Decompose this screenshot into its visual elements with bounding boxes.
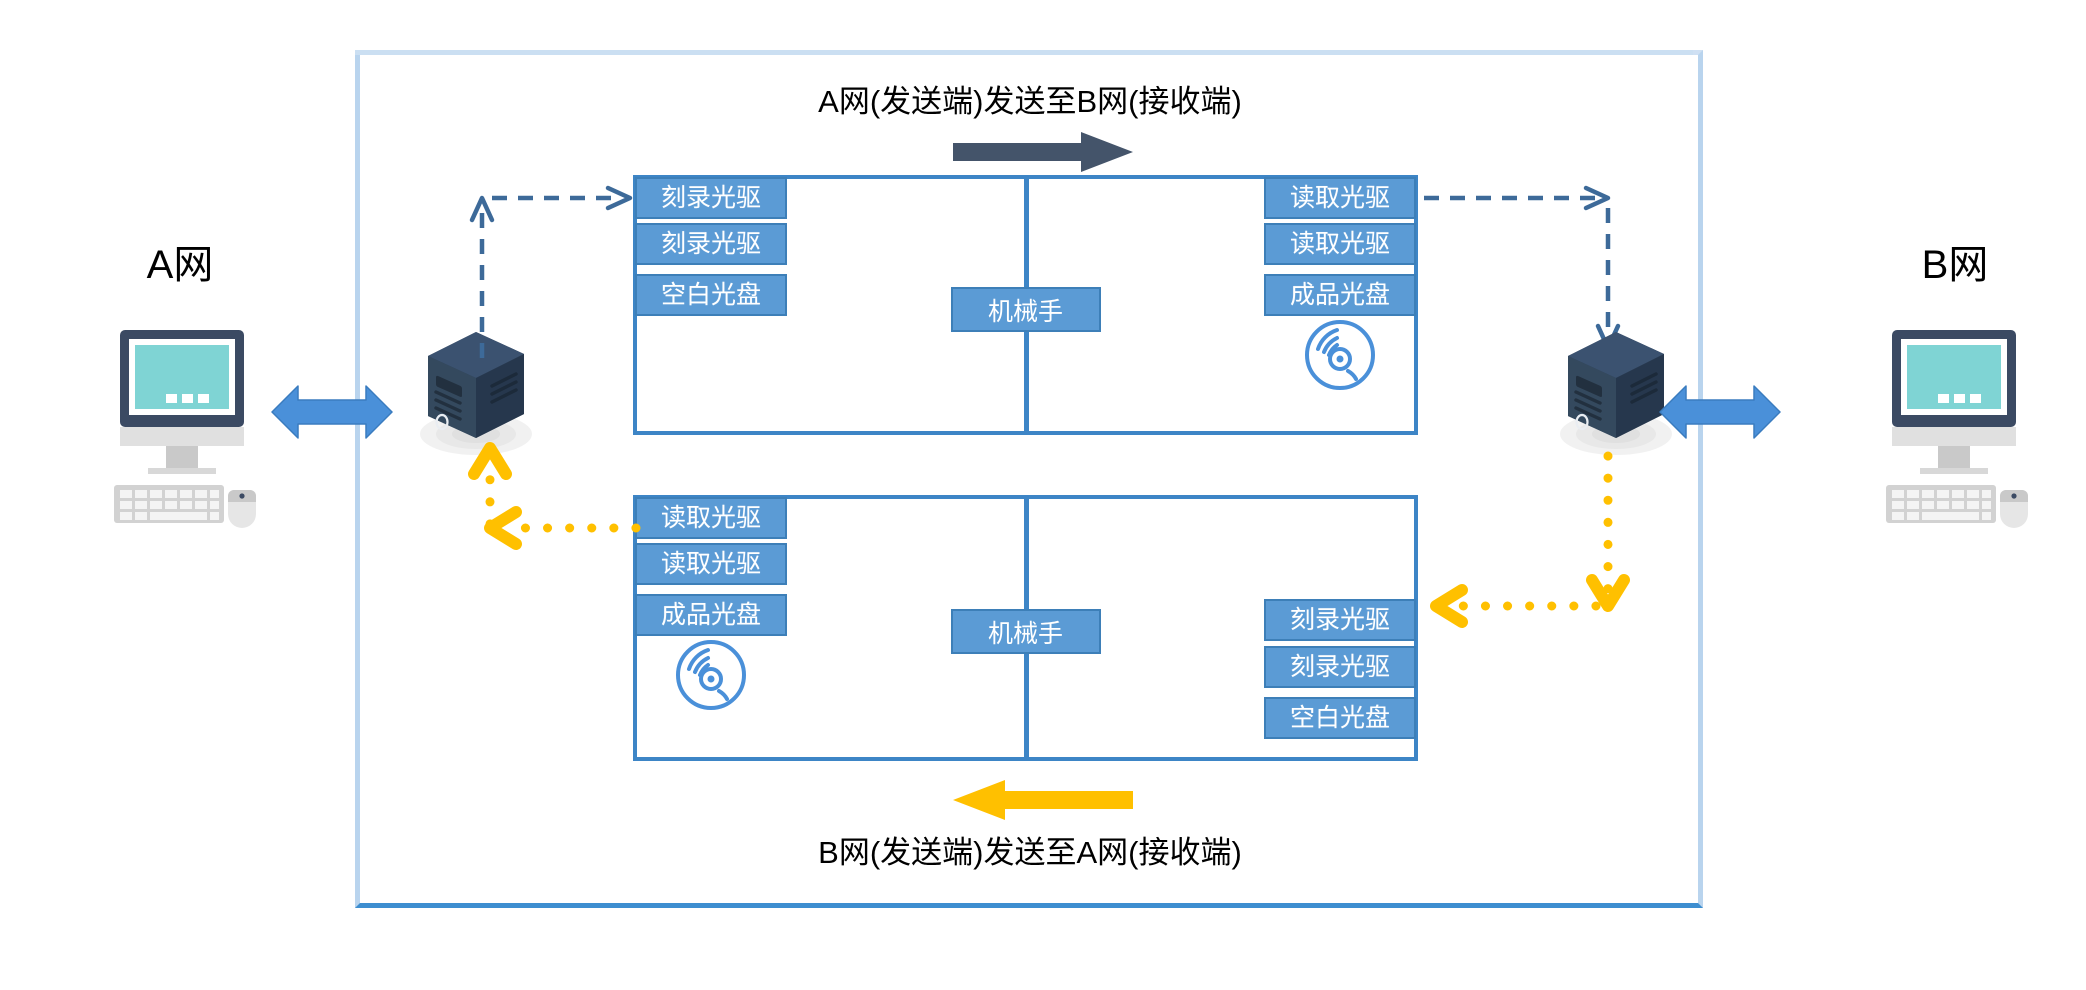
burn-station-panel-bottom: 读取光驱 读取光驱 成品光盘 机械手 刻录光驱 刻录光驱 空白光盘 [633, 495, 1418, 761]
drive-bay-chip[interactable]: 读取光驱 [635, 497, 787, 539]
direction-arrow-right-icon [953, 132, 1133, 172]
burn-station-panel-top: 刻录光驱 刻录光驱 空白光盘 机械手 读取光驱 读取光驱 成品光盘 [633, 175, 1418, 435]
server-tower-icon [1560, 330, 1710, 460]
desktop-computer-icon [1872, 330, 2032, 528]
network-label-b: B网 [1921, 243, 1989, 287]
drive-bay-chip[interactable]: 刻录光驱 [1264, 646, 1416, 688]
drive-bay-chip[interactable]: 读取光驱 [1264, 177, 1416, 219]
flow-title-bottom: B网(发送端)发送至A网(接收端) [818, 835, 1242, 870]
drive-bay-chip[interactable]: 刻录光驱 [635, 223, 787, 265]
drive-bay-chip[interactable]: 读取光驱 [1264, 223, 1416, 265]
drive-bay-chip[interactable]: 读取光驱 [635, 543, 787, 585]
drive-bay-chip[interactable]: 刻录光驱 [1264, 599, 1416, 641]
desktop-computer-icon [100, 330, 260, 528]
robot-arm-chip[interactable]: 机械手 [950, 609, 1101, 654]
isolation-boundary-frame [355, 50, 1703, 908]
disc-stack-chip[interactable]: 成品光盘 [635, 594, 787, 636]
network-label-a: A网 [146, 243, 214, 287]
drive-bay-chip[interactable]: 刻录光驱 [635, 177, 787, 219]
robot-arm-chip[interactable]: 机械手 [950, 287, 1101, 332]
optical-disc-icon [1304, 319, 1376, 391]
disc-stack-chip[interactable]: 空白光盘 [635, 274, 787, 316]
disc-stack-chip[interactable]: 空白光盘 [1264, 697, 1416, 739]
direction-arrow-left-icon [953, 780, 1133, 820]
server-tower-icon [420, 330, 570, 460]
flow-title-top: A网(发送端)发送至B网(接收端) [818, 84, 1242, 119]
disc-stack-chip[interactable]: 成品光盘 [1264, 274, 1416, 316]
optical-disc-icon [675, 639, 747, 711]
